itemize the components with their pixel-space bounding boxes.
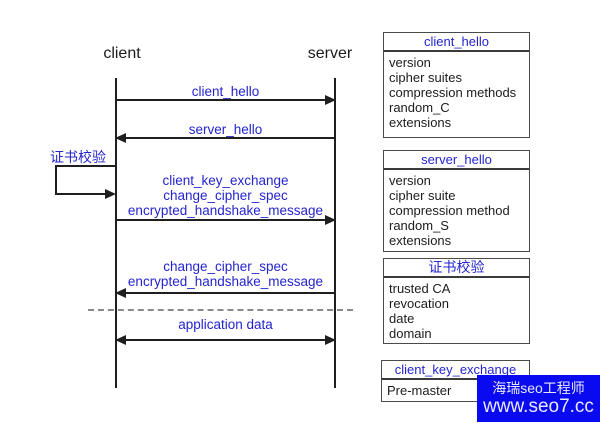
self-loop-left-line bbox=[55, 165, 57, 195]
detail-box-item: random_C bbox=[389, 100, 450, 115]
detail-box-item: cipher suite bbox=[389, 188, 456, 203]
self-loop-bottom-line bbox=[55, 193, 106, 195]
detail-box-item: extensions bbox=[389, 233, 452, 248]
detail-box-item: cipher suites bbox=[389, 70, 462, 85]
server-lifeline bbox=[334, 78, 336, 388]
arrowhead-right-icon bbox=[325, 215, 336, 225]
self-message-label-cert-check: 证书校验 bbox=[50, 149, 106, 165]
server-actor-label: server bbox=[307, 45, 353, 62]
detail-box-item: version bbox=[389, 55, 431, 70]
detail-box-item: Pre-master bbox=[387, 383, 452, 398]
arrowhead-left-icon bbox=[115, 288, 126, 298]
arrow-change-cipher-spec bbox=[115, 288, 335, 298]
detail-box-item: compression method bbox=[389, 203, 510, 218]
detail-box-title: server_hello bbox=[384, 151, 529, 170]
arrowhead-right-icon bbox=[325, 335, 336, 345]
self-loop-top-line bbox=[55, 165, 116, 167]
message-label-encrypted-handshake-2: encrypted_handshake_message bbox=[127, 274, 324, 289]
detail-box-item: version bbox=[389, 173, 431, 188]
detail-box-title: 证书校验 bbox=[384, 259, 529, 278]
detail-box-title: client_key_exchange bbox=[382, 361, 529, 380]
detail-box-item: trusted CA bbox=[389, 281, 451, 296]
detail-box-cert-check: 证书校验 trusted CA revocation date domain bbox=[383, 258, 530, 344]
watermark-brand-text: 海瑞seo工程师 bbox=[492, 380, 585, 396]
detail-box-item: compression methods bbox=[389, 85, 517, 100]
arrow-application-data bbox=[115, 335, 336, 345]
message-label-application-data: application data bbox=[178, 317, 273, 332]
arrow-client-key-exchange bbox=[116, 215, 336, 225]
message-label-client-key-exchange: client_key_exchange bbox=[162, 173, 289, 188]
message-label-encrypted-handshake-1: encrypted_handshake_message bbox=[127, 203, 324, 218]
arrowhead-left-icon bbox=[115, 335, 126, 345]
message-label-server-hello: server_hello bbox=[188, 122, 263, 137]
detail-box-item: date bbox=[389, 311, 415, 326]
phase-separator-dashed-line bbox=[88, 309, 353, 311]
client-lifeline bbox=[115, 78, 117, 388]
detail-box-item: domain bbox=[389, 326, 432, 341]
message-label-client-hello: client_hello bbox=[191, 84, 260, 99]
detail-box-item: random_S bbox=[389, 218, 449, 233]
message-label-change-cipher-spec-2: change_cipher_spec bbox=[163, 259, 288, 274]
arrow-line bbox=[125, 339, 326, 341]
detail-box-item: revocation bbox=[389, 296, 449, 311]
detail-box-server-hello: server_hello version cipher suite compre… bbox=[383, 150, 530, 252]
arrow-line bbox=[116, 99, 326, 101]
client-actor-label: client bbox=[103, 45, 141, 62]
arrowhead-left-icon bbox=[115, 133, 126, 143]
arrow-server-hello bbox=[115, 133, 335, 143]
message-label-change-cipher-spec-1: change_cipher_spec bbox=[163, 188, 288, 203]
detail-box-item: extensions bbox=[389, 115, 452, 130]
arrowhead-right-icon bbox=[325, 95, 336, 105]
watermark-url-text: www.seo7.cc bbox=[483, 396, 594, 417]
self-loop-arrowhead-icon bbox=[105, 189, 116, 199]
arrow-client-hello bbox=[116, 95, 336, 105]
detail-box-title: client_hello bbox=[384, 33, 529, 52]
detail-box-client-hello: client_hello version cipher suites compr… bbox=[383, 32, 530, 138]
arrow-line bbox=[125, 137, 335, 139]
watermark-badge: 海瑞seo工程师 www.seo7.cc bbox=[477, 375, 600, 422]
arrow-line bbox=[116, 219, 326, 221]
arrow-line bbox=[125, 292, 335, 294]
